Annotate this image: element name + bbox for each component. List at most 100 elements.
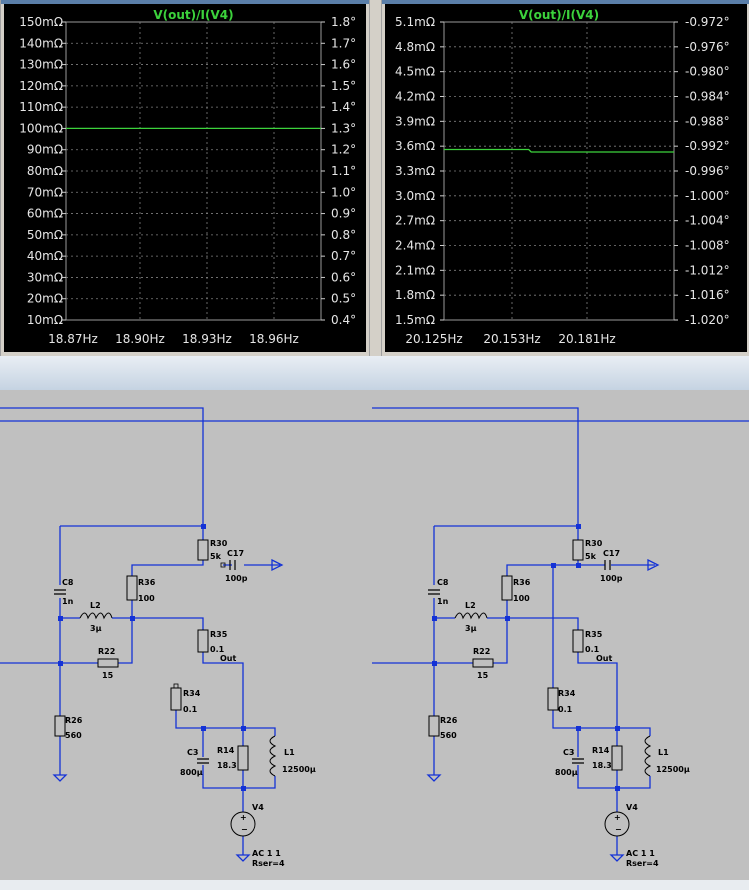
label-r36[interactable]: R36 — [138, 578, 156, 587]
label-l1[interactable]: L1 — [284, 748, 295, 757]
label-c8-value[interactable]: 1n — [62, 597, 74, 606]
resistor-r14[interactable] — [611, 745, 623, 771]
label-r35-value[interactable]: 0.1 — [210, 645, 225, 654]
y2-tick-label[interactable]: -0.988° — [685, 114, 730, 128]
y-tick-label[interactable]: 30mΩ — [27, 270, 63, 284]
label-c8[interactable]: C8 — [437, 578, 449, 587]
label-l2-value[interactable]: 3µ — [465, 624, 477, 633]
x-tick-label[interactable]: 20.181Hz — [558, 332, 615, 346]
y2-tick-label[interactable]: 1.3° — [331, 121, 356, 135]
y2-tick-label[interactable]: 0.7° — [331, 249, 356, 263]
label-c3[interactable]: C3 — [187, 748, 198, 757]
x-tick-label[interactable]: 20.153Hz — [483, 332, 540, 346]
label-l1-value[interactable]: 12500µ — [656, 765, 690, 774]
x-tick-label[interactable]: 18.90Hz — [115, 332, 165, 346]
plot-title[interactable]: V(out)/I(V4) — [153, 8, 233, 22]
label-c8[interactable]: C8 — [62, 578, 74, 587]
resistor-r36[interactable] — [501, 575, 513, 601]
resistor-r30[interactable] — [572, 539, 584, 561]
y-tick-label[interactable]: 120mΩ — [19, 79, 63, 93]
y2-tick-label[interactable]: -1.012° — [685, 263, 730, 277]
y-tick-label[interactable]: 70mΩ — [27, 185, 63, 199]
label-c17[interactable]: C17 — [603, 549, 620, 558]
label-out[interactable]: Out — [596, 654, 612, 663]
resistor-r36[interactable] — [126, 575, 138, 601]
label-l2[interactable]: L2 — [465, 601, 476, 610]
resistor-r35[interactable] — [572, 629, 584, 653]
y2-tick-label[interactable]: 1.8° — [331, 15, 356, 29]
y-tick-label[interactable]: 4.2mΩ — [395, 90, 435, 104]
y-tick-label[interactable]: 3.0mΩ — [395, 189, 435, 203]
y2-tick-label[interactable]: 0.6° — [331, 270, 356, 284]
label-r22-value[interactable]: 15 — [102, 671, 114, 680]
label-out[interactable]: Out — [220, 654, 236, 663]
y2-tick-label[interactable]: -0.972° — [685, 15, 730, 29]
resistor-r26[interactable] — [428, 715, 440, 737]
label-l1[interactable]: L1 — [658, 748, 669, 757]
y2-tick-label[interactable]: -0.992° — [685, 139, 730, 153]
y-tick-label[interactable]: 90mΩ — [27, 143, 63, 157]
y-tick-label[interactable]: 20mΩ — [27, 292, 63, 306]
wire[interactable] — [552, 565, 651, 855]
capacitor-c17[interactable] — [229, 560, 236, 570]
inductor-l1[interactable] — [644, 735, 652, 777]
y2-tick-label[interactable]: 1.2° — [331, 143, 356, 157]
y-tick-label[interactable]: 2.4mΩ — [395, 239, 435, 253]
label-r14[interactable]: R14 — [592, 746, 610, 755]
voltage-source-v4[interactable] — [230, 811, 256, 837]
schematic-left[interactable]: +− R30 5k C17 100p C8 1n R36 100 L2 3µ R… — [0, 390, 372, 880]
y-tick-label[interactable]: 40mΩ — [27, 249, 63, 263]
label-v4-ac[interactable]: AC 1 1 — [626, 849, 655, 858]
y2-tick-label[interactable]: -1.000° — [685, 189, 730, 203]
schematic-canvas[interactable]: +− R30 5k C17 100p C8 1n R36 100 L2 3µ R… — [372, 390, 749, 880]
resistor-r35[interactable] — [197, 629, 209, 653]
label-r34[interactable]: R34 — [183, 689, 201, 698]
trace-line[interactable] — [444, 148, 674, 153]
resistor-r14[interactable] — [237, 745, 249, 771]
resistor-r22[interactable] — [97, 658, 119, 668]
label-r26-value[interactable]: 560 — [65, 731, 82, 740]
label-c3-value[interactable]: 800µ — [555, 768, 578, 777]
y-tick-label[interactable]: 3.6mΩ — [395, 139, 435, 153]
label-l1-value[interactable]: 12500µ — [282, 765, 316, 774]
wire[interactable] — [372, 560, 579, 664]
y-tick-label[interactable]: 140mΩ — [19, 36, 63, 50]
y2-tick-label[interactable]: -0.984° — [685, 90, 730, 104]
plot-title[interactable]: V(out)/I(V4) — [519, 8, 599, 22]
y-tick-label[interactable]: 80mΩ — [27, 164, 63, 178]
y2-tick-label[interactable]: -1.016° — [685, 288, 730, 302]
y2-tick-label[interactable]: 1.4° — [331, 100, 356, 114]
y-tick-label[interactable]: 2.7mΩ — [395, 214, 435, 228]
label-r35[interactable]: R35 — [585, 630, 603, 639]
label-r14-value[interactable]: 18.3 — [592, 761, 612, 770]
y2-tick-label[interactable]: 0.5° — [331, 292, 356, 306]
label-r26[interactable]: R26 — [440, 716, 458, 725]
y2-tick-label[interactable]: 1.6° — [331, 58, 356, 72]
y2-tick-label[interactable]: -1.004° — [685, 214, 730, 228]
capacitor-c8[interactable] — [54, 589, 66, 595]
schematic-right[interactable]: +− R30 5k C17 100p C8 1n R36 100 L2 3µ R… — [372, 390, 749, 880]
y-tick-label[interactable]: 1.8mΩ — [395, 288, 435, 302]
y-tick-label[interactable]: 4.5mΩ — [395, 65, 435, 79]
label-r30-value[interactable]: 5k — [210, 552, 222, 561]
label-r30-value[interactable]: 5k — [585, 552, 597, 561]
label-r36-value[interactable]: 100 — [138, 594, 155, 603]
y-tick-label[interactable]: 3.9mΩ — [395, 114, 435, 128]
label-c3[interactable]: C3 — [563, 748, 574, 757]
y-tick-label[interactable]: 1.5mΩ — [395, 313, 435, 327]
wire[interactable] — [0, 407, 204, 526]
y2-tick-label[interactable]: -1.020° — [685, 313, 730, 327]
plot-window-titlebar[interactable] — [382, 0, 749, 4]
plot-window-right[interactable]: V(out)/I(V4)5.1mΩ-0.972°4.8mΩ-0.976°4.5m… — [381, 0, 749, 356]
wire[interactable] — [372, 407, 579, 526]
y-tick-label[interactable]: 100mΩ — [19, 121, 63, 135]
label-r30[interactable]: R30 — [210, 539, 228, 548]
label-v4-rser[interactable]: Rser=4 — [252, 859, 285, 868]
y2-tick-label[interactable]: -0.996° — [685, 164, 730, 178]
label-r34[interactable]: R34 — [558, 689, 576, 698]
label-r22[interactable]: R22 — [473, 647, 490, 656]
capacitor-c17[interactable] — [604, 560, 611, 570]
label-r35-value[interactable]: 0.1 — [585, 645, 600, 654]
y-tick-label[interactable]: 2.1mΩ — [395, 263, 435, 277]
